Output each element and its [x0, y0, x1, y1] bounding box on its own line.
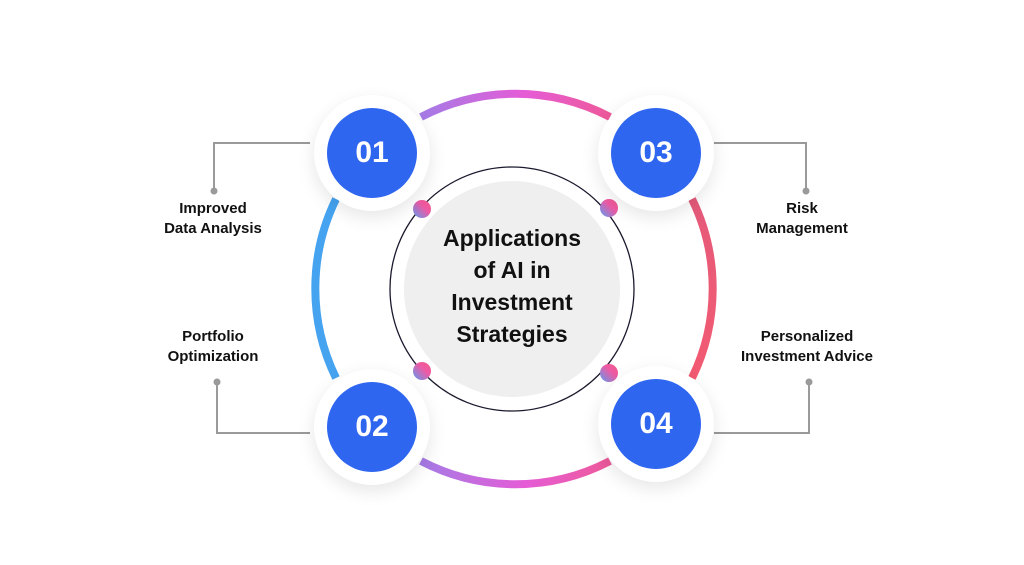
- connector-dot-03: [802, 187, 810, 195]
- label-01-line-2: Data Analysis: [164, 220, 262, 237]
- connector-dot-01: [210, 187, 218, 195]
- arc-top: [419, 89, 612, 121]
- label-03-line-2: Management: [756, 220, 848, 237]
- arc-right: [688, 197, 717, 380]
- dot-bottom-right: [600, 364, 618, 382]
- number-badge-01: 01: [327, 108, 417, 198]
- label-03-line-1: Risk: [786, 200, 818, 217]
- arc-left: [311, 197, 340, 380]
- number-badge-04: 04: [611, 379, 701, 469]
- label-02-line-1: Portfolio: [182, 328, 244, 345]
- label-04-line-2: Investment Advice: [741, 348, 873, 365]
- dot-bottom-left: [413, 362, 431, 380]
- connector-04: [714, 383, 810, 434]
- title-line-4: Strategies: [456, 321, 568, 347]
- label-02-line-2: Optimization: [167, 348, 259, 365]
- dot-top-left: [413, 200, 431, 218]
- number-badge-03: 03: [611, 108, 701, 198]
- title-line-3: Investment: [451, 289, 573, 315]
- label-01: Improved Data Analysis: [133, 199, 293, 239]
- arc-bottom: [419, 457, 612, 489]
- dot-top-right: [600, 199, 618, 217]
- connector-dot-02: [213, 378, 221, 386]
- number-badge-02: 02: [327, 382, 417, 472]
- center-title: Applications of AI in Investment Strateg…: [412, 222, 612, 350]
- connector-03: [714, 142, 807, 190]
- connector-dot-04: [805, 378, 813, 386]
- label-02: Portfolio Optimization: [133, 327, 293, 367]
- label-03: Risk Management: [722, 199, 882, 239]
- connector-01: [213, 142, 310, 190]
- connector-02: [216, 383, 310, 434]
- label-04: Personalized Investment Advice: [712, 327, 902, 367]
- title-line-1: Applications: [442, 225, 581, 251]
- label-01-line-1: Improved: [179, 200, 247, 217]
- label-04-line-1: Personalized: [760, 328, 854, 345]
- title-line-2: of AI in: [473, 257, 551, 283]
- center-fill: [404, 181, 620, 397]
